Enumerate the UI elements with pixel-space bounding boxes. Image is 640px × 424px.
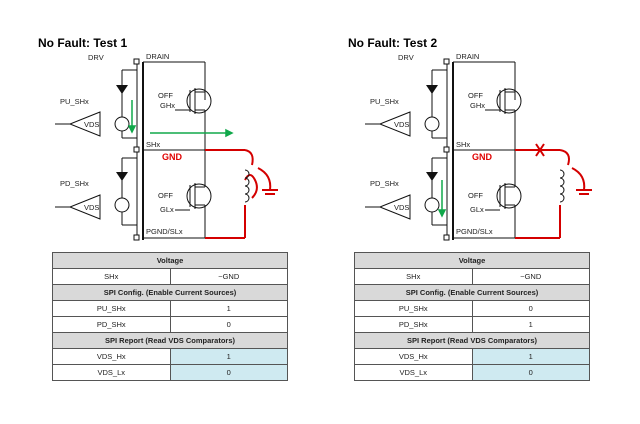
vds-label: VDS — [84, 120, 99, 129]
vds-label: VDS — [394, 203, 409, 212]
report-header: SPI Report (Read VDS Comparators) — [354, 332, 590, 349]
pgnd-label: PGND/SLx — [146, 227, 183, 236]
circuit-diagram: DRV DRAIN PU_SHx PD_SHx VDS VDS OFF GHx … — [55, 52, 278, 241]
report-header: SPI Report (Read VDS Comparators) — [52, 332, 288, 349]
pd-shx-label: PD_SHx — [60, 179, 89, 188]
row-value: ~GND — [471, 268, 590, 285]
ghx-label: GHx — [470, 101, 485, 110]
panel-title: No Fault: Test 1 — [38, 36, 128, 50]
gnd-label: GND — [472, 152, 493, 162]
row-value: 1 — [471, 348, 590, 365]
row-name: PU_SHx — [52, 300, 171, 317]
pu-shx-label: PU_SHx — [60, 97, 89, 106]
row-name: SHx — [52, 268, 171, 285]
drv-label: DRV — [88, 53, 104, 62]
glx-label: GLx — [470, 205, 484, 214]
row-name: SHx — [354, 268, 473, 285]
off-label: OFF — [468, 91, 483, 100]
row-name: VDS_Lx — [354, 364, 473, 381]
row-name: PU_SHx — [354, 300, 473, 317]
glx-label: GLx — [160, 205, 174, 214]
row-name: PD_SHx — [354, 316, 473, 333]
circuit-diagram: DRV DRAIN PU_SHx PD_SHx VDS VDS OFF GHx … — [365, 52, 592, 241]
row-value: ~GND — [169, 268, 288, 285]
row-name: PD_SHx — [52, 316, 171, 333]
panel-test-1: No Fault: Test 1 — [38, 36, 288, 381]
ghx-label: GHx — [160, 101, 175, 110]
voltage-header: Voltage — [52, 252, 288, 269]
row-value: 1 — [169, 300, 288, 317]
off-label: OFF — [158, 191, 173, 200]
pd-shx-label: PD_SHx — [370, 179, 399, 188]
status-table: Voltage SHx~GND SPI Config. (Enable Curr… — [52, 252, 288, 381]
row-value: 0 — [169, 364, 288, 381]
panel-test-2: No Fault: Test 2 — [320, 0, 640, 424]
drain-label: DRAIN — [146, 52, 169, 61]
status-table: Voltage SHx~GND SPI Config. (Enable Curr… — [354, 252, 590, 381]
row-value: 0 — [471, 300, 590, 317]
drv-label: DRV — [398, 53, 414, 62]
row-value: 0 — [471, 364, 590, 381]
off-label: OFF — [158, 91, 173, 100]
config-header: SPI Config. (Enable Current Sources) — [52, 284, 288, 301]
pu-shx-label: PU_SHx — [370, 97, 399, 106]
row-value: 0 — [169, 316, 288, 333]
row-name: VDS_Hx — [354, 348, 473, 365]
panel-title: No Fault: Test 2 — [348, 36, 438, 50]
row-value: 1 — [471, 316, 590, 333]
gnd-label: GND — [162, 152, 183, 162]
off-label: OFF — [468, 191, 483, 200]
row-name: VDS_Lx — [52, 364, 171, 381]
vds-label: VDS — [84, 203, 99, 212]
config-header: SPI Config. (Enable Current Sources) — [354, 284, 590, 301]
shx-label: SHx — [146, 140, 160, 149]
pgnd-label: PGND/SLx — [456, 227, 493, 236]
drain-label: DRAIN — [456, 52, 479, 61]
shx-label: SHx — [456, 140, 470, 149]
voltage-header: Voltage — [354, 252, 590, 269]
row-value: 1 — [169, 348, 288, 365]
vds-label: VDS — [394, 120, 409, 129]
row-name: VDS_Hx — [52, 348, 171, 365]
